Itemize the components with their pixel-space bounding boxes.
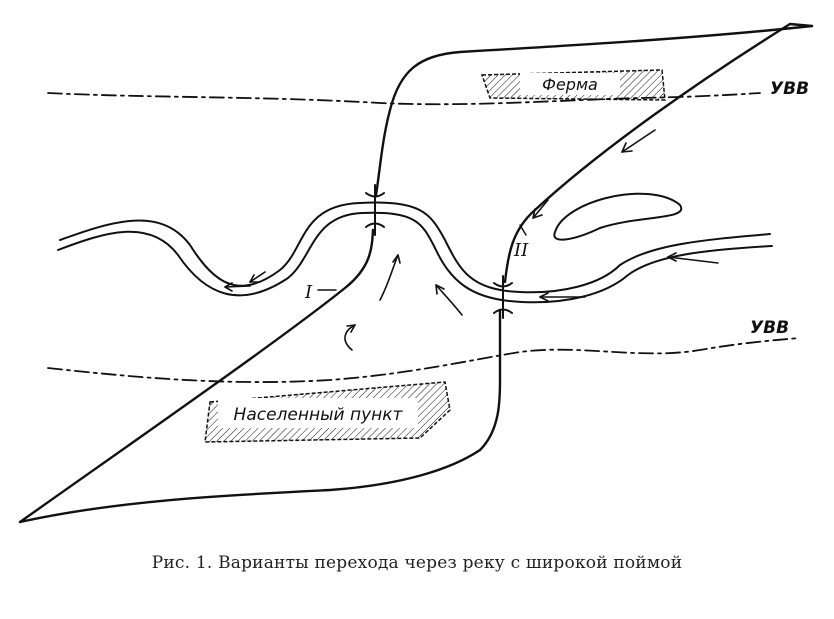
high-water-line-bottom: [47, 337, 801, 383]
bridge-marker-2: [493, 275, 513, 319]
variant-2-leader: [519, 224, 527, 236]
settlement-label-bg: [218, 398, 418, 428]
variant-2-label: II: [513, 240, 529, 261]
river-bank-inner: [57, 211, 773, 304]
flow-arrows: [224, 129, 719, 351]
bridge-marker-1: [365, 184, 385, 236]
figure-caption: Рис. 1. Варианты перехода через реку с ш…: [151, 553, 683, 573]
route-variant-1-north: [374, 24, 814, 197]
farm-label-bg: [520, 73, 620, 95]
route-variant-2-north: [503, 22, 814, 284]
oxbow-lake: [553, 192, 683, 241]
hwl-label-bottom: УВВ: [750, 318, 789, 338]
variant-1-label: I: [304, 282, 313, 303]
route-variant-1: [18, 228, 375, 524]
river-bank-outer: [59, 201, 771, 294]
hwl-label-top: УВВ: [770, 79, 809, 99]
farm-label: Ферма: [542, 75, 598, 94]
settlement-label: Населенный пункт: [234, 405, 404, 425]
route-variant-2: [18, 308, 502, 524]
